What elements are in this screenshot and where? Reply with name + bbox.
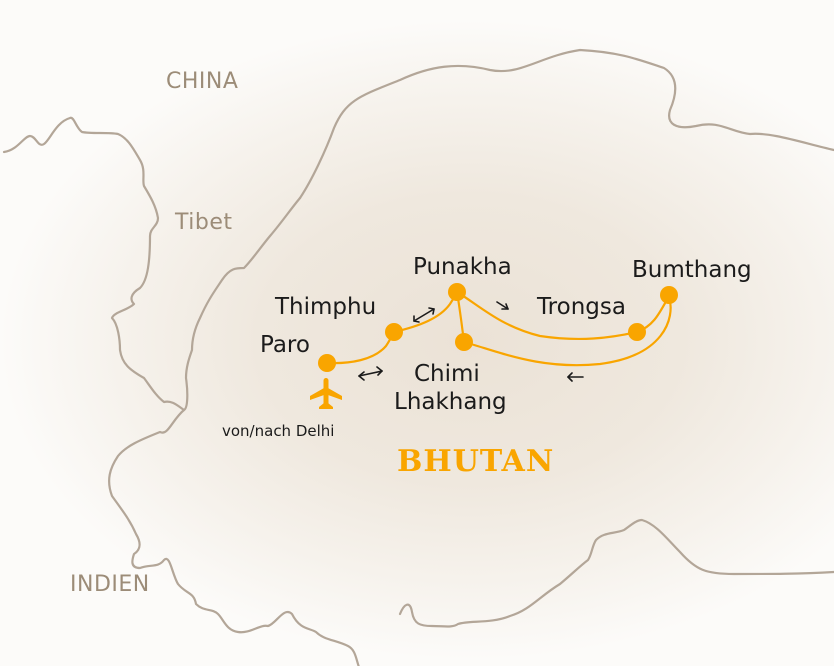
airplane-icon <box>310 378 342 409</box>
arrow-right-icon <box>496 301 509 310</box>
region-label-india: INDIEN <box>70 572 150 597</box>
marker-trongsa[interactable] <box>628 323 646 341</box>
stop-markers <box>318 283 678 372</box>
city-label-chimi[interactable]: Chimi <box>414 361 480 387</box>
route-punakha-trongsa <box>455 290 639 341</box>
route-bumthang-chimi <box>462 294 672 367</box>
route-paro-thimphu <box>325 330 396 365</box>
bhutan-south-border <box>108 408 360 666</box>
direction-arrows <box>358 301 584 382</box>
city-label-trongsa[interactable]: Trongsa <box>537 294 626 320</box>
city-label-bumthang[interactable]: Bumthang <box>632 257 752 283</box>
arrow-left-icon <box>567 372 584 382</box>
marker-thimphu[interactable] <box>385 323 403 341</box>
double-arrow-icon <box>358 366 383 381</box>
bhutan-north-border <box>298 48 834 200</box>
region-label-china: CHINA <box>166 69 239 94</box>
city-label-punakha[interactable]: Punakha <box>413 254 512 280</box>
marker-chimi-lhakhang[interactable] <box>455 333 473 351</box>
city-label-lhakhang[interactable]: Lhakhang <box>394 389 507 415</box>
city-label-paro[interactable]: Paro <box>260 332 310 358</box>
city-label-thimphu[interactable]: Thimphu <box>275 294 377 320</box>
double-arrow-icon <box>413 307 435 323</box>
marker-punakha[interactable] <box>448 283 466 301</box>
region-label-tibet: Tibet <box>175 210 233 235</box>
country-label-bhutan: BHUTAN <box>397 444 555 479</box>
airport-label: von/nach Delhi <box>222 422 335 440</box>
tibet-border <box>2 116 302 412</box>
route-thimphu-punakha <box>392 290 459 334</box>
marker-paro[interactable] <box>318 354 336 372</box>
marker-bumthang[interactable] <box>660 286 678 304</box>
bhutan-south-border-2 <box>398 518 834 628</box>
borders <box>2 48 834 666</box>
